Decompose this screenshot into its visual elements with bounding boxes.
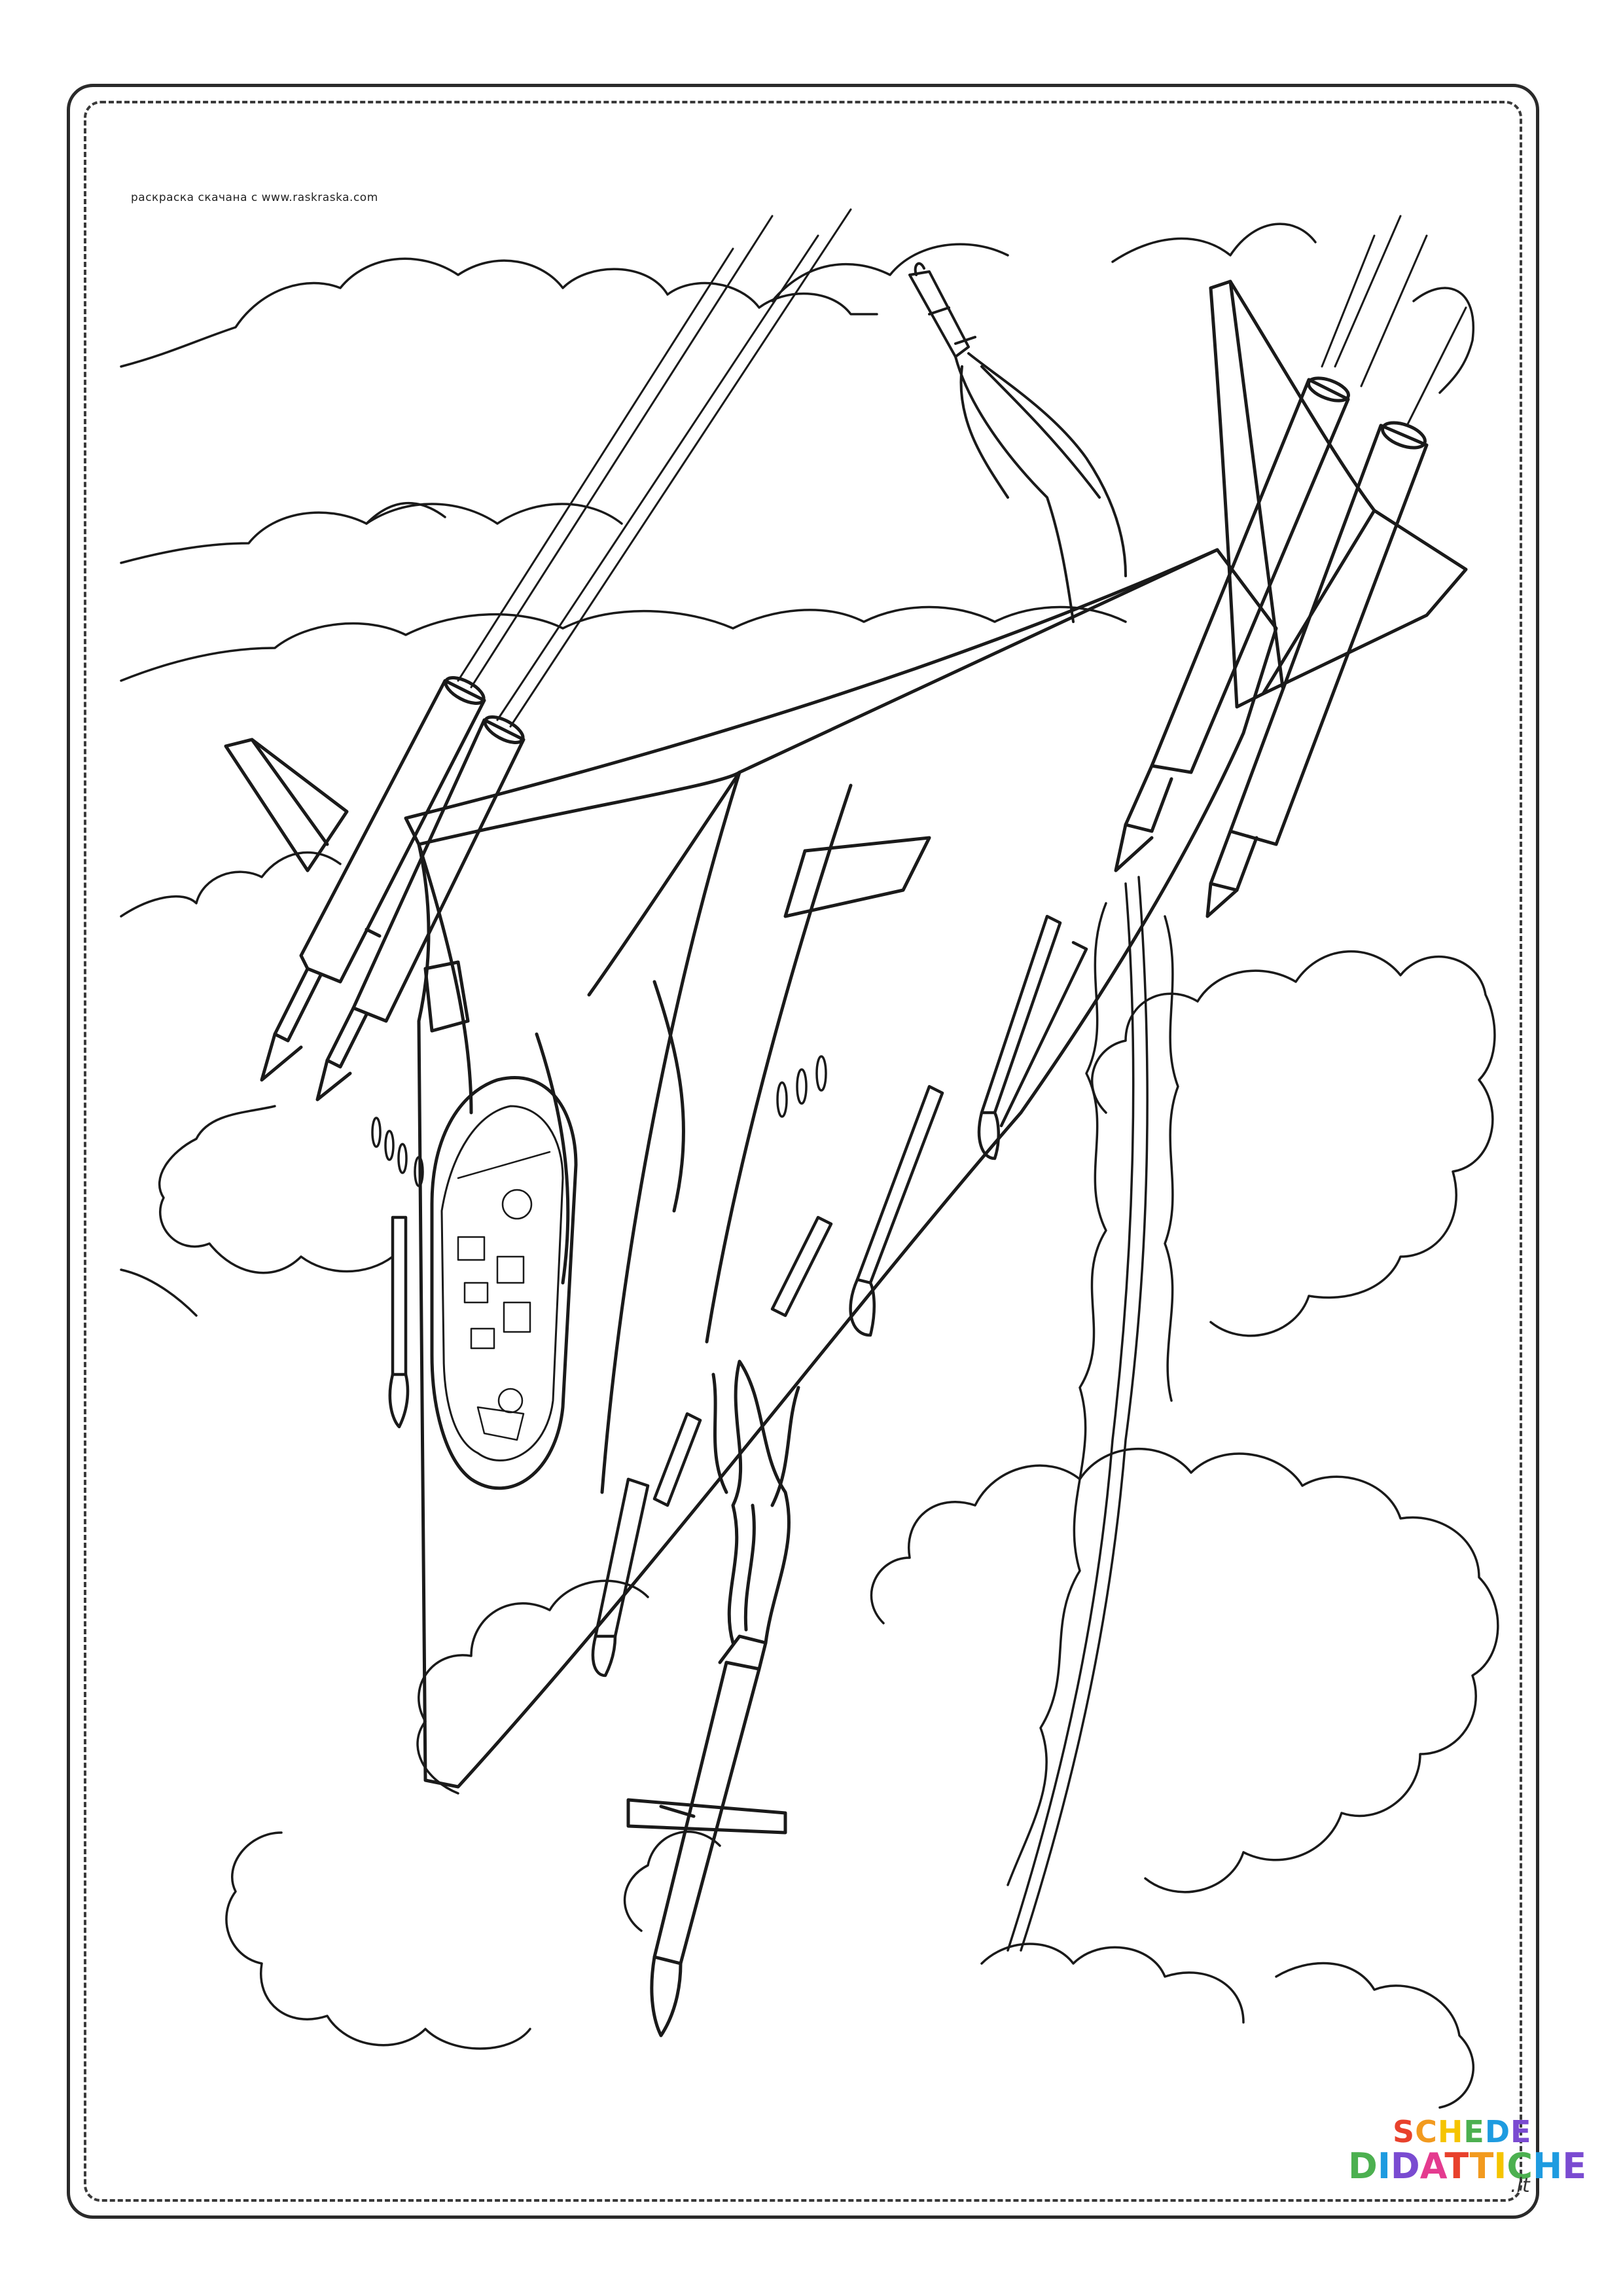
left-tail-fin	[224, 738, 349, 872]
left-engines	[260, 676, 526, 1102]
top-missile	[908, 262, 1127, 623]
right-tail-fin	[1209, 279, 1468, 709]
logo-letter: D	[1390, 2145, 1420, 2187]
logo-letter: D	[1484, 2114, 1511, 2149]
credit-text: раскраска скачана с www.raskraska.com	[131, 191, 378, 204]
logo-letter: H	[1533, 2145, 1563, 2187]
logo-suffix: .it	[1510, 2174, 1530, 2197]
logo-letter: D	[1348, 2145, 1378, 2187]
dashed-border	[84, 101, 1522, 2202]
logo-letter: T	[1444, 2145, 1470, 2187]
logo-line2: DIDATTICHE	[1348, 2145, 1586, 2187]
logo-letter: I	[1493, 2145, 1507, 2187]
logo-letter: C	[1415, 2114, 1438, 2149]
missile-illustration	[626, 1359, 800, 2037]
cloud-outline	[120, 223, 1499, 2109]
logo-letter: I	[1377, 2145, 1391, 2187]
logo-letter: E	[1463, 2114, 1485, 2149]
fighter-jet-illustration	[371, 548, 1278, 1789]
logo-letter: H	[1437, 2114, 1464, 2149]
logo-letter: E	[1510, 2114, 1532, 2149]
logo-letter: A	[1419, 2145, 1445, 2187]
logo-letter: S	[1393, 2114, 1416, 2149]
logo-letter: C	[1507, 2145, 1533, 2187]
underwing-missiles	[388, 914, 1088, 1677]
contrail-lines	[457, 208, 1467, 728]
logo-line1: SCHEDE	[1393, 2114, 1531, 2149]
page-border	[67, 84, 1539, 2219]
logo-letter: E	[1562, 2145, 1587, 2187]
smoke-trail	[1007, 876, 1179, 1952]
right-engines	[1114, 376, 1429, 918]
logo-letter: T	[1469, 2145, 1494, 2187]
site-logo: SCHEDE DIDATTICHE .it	[1342, 2114, 1586, 2199]
